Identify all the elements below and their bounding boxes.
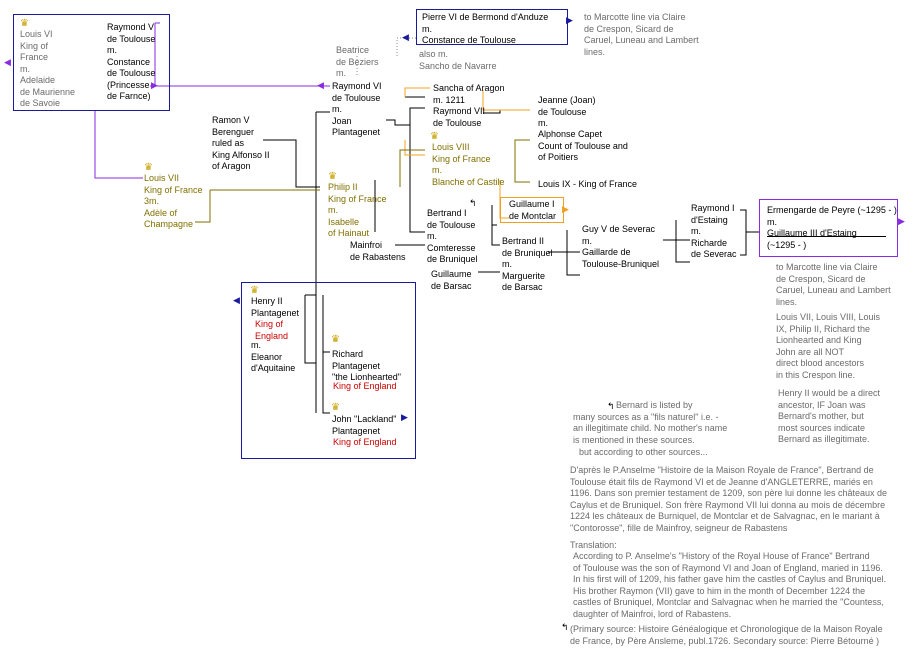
person-louis-viii[interactable]: Louis VIII King of France m. Blanche of … bbox=[432, 142, 505, 187]
person-jeanne[interactable]: Jeanne (Joan) de Toulouse m. bbox=[538, 95, 596, 128]
link-marker-icon: ↰ bbox=[561, 622, 569, 632]
crown-icon: ♛ bbox=[328, 171, 337, 182]
person-alphonse[interactable]: Alphonse Capet Count of Toulouse and of … bbox=[538, 129, 628, 162]
richard-title: King of England bbox=[333, 381, 397, 391]
person-sancha[interactable]: Sancha of Aragon m. 1211 Raymond VII de … bbox=[433, 83, 505, 128]
person-guillaume-barsac[interactable]: Guillaume de Barsac bbox=[431, 269, 472, 291]
person-bertrand-ii[interactable]: Bertrand II de Bruniquel m. Marguerite d… bbox=[502, 236, 553, 292]
crown-icon: ♛ bbox=[430, 131, 439, 142]
person-beatrice: Beatrice de Beziers m. bbox=[336, 45, 379, 78]
bernard-note: Bernard is listed by many sources as a "… bbox=[573, 400, 728, 445]
person-raymond-v[interactable]: Raymond V de Toulouse m. Constance de To… bbox=[107, 22, 156, 101]
guillaume-i-box bbox=[500, 197, 564, 223]
not-blood-note: Louis VII, Louis VIII, Louis IX, Philip … bbox=[776, 312, 881, 380]
person-louis-vi[interactable]: Louis VI King of France m. Adelaide de M… bbox=[20, 29, 76, 108]
person-raymond-i[interactable]: Raymond I d'Estaing m. Richarde de Sever… bbox=[691, 203, 737, 259]
left-arrow-icon[interactable]: ◀ bbox=[402, 32, 409, 42]
marcotte-note-right: to Marcotte line via Claire de Crespon, … bbox=[776, 262, 891, 307]
link-marker-icon: ↰ bbox=[469, 198, 477, 208]
source-text: (Primary source: Histoire Généalogique e… bbox=[570, 624, 883, 646]
underline bbox=[767, 236, 886, 237]
henry-ii-title: King of England bbox=[255, 319, 289, 341]
right-arrow-icon[interactable]: ▶ bbox=[562, 204, 569, 214]
person-guy-v[interactable]: Guy V de Severac m. Gaillarde de Toulous… bbox=[582, 224, 660, 269]
crown-icon: ♛ bbox=[20, 18, 29, 29]
henry-note: Henry II would be a direct ancestor, IF … bbox=[778, 388, 881, 444]
person-ermengarde[interactable]: Ermengarde de Peyre (~1295 - ) m. Guilla… bbox=[767, 205, 897, 250]
person-ramon-v[interactable]: Ramon V Berenguer ruled as King Alfonso … bbox=[212, 115, 270, 171]
person-louis-ix[interactable]: Louis IX - King of France bbox=[538, 179, 638, 189]
marcotte-note-top: to Marcotte line via Claire de Crespon, … bbox=[584, 12, 699, 57]
person-philip-ii[interactable]: Philip II King of France m. Isabelle of … bbox=[328, 182, 387, 238]
crown-icon: ♛ bbox=[331, 402, 340, 413]
right-arrow-icon[interactable]: ▶ bbox=[566, 15, 573, 25]
pierre-vi-box bbox=[416, 9, 568, 45]
person-mainfroi[interactable]: Mainfroi de Rabastens bbox=[350, 240, 406, 262]
john-title: King of England bbox=[333, 437, 397, 447]
french-text: D'après le P.Anselme "Histoire de la Mai… bbox=[570, 465, 888, 533]
right-arrow-icon[interactable]: ▶ bbox=[151, 80, 158, 90]
person-pierre-vi[interactable]: Pierre VI de Bermond d'Anduze m. Constan… bbox=[422, 12, 549, 45]
henry-ii-box bbox=[241, 282, 416, 459]
person-guillaume-i[interactable]: Guillaume I de Montclar bbox=[509, 199, 557, 221]
louis-vi-box bbox=[13, 14, 170, 111]
person-raymond-vi[interactable]: Raymond VI de Toulouse m. Joan Plantagen… bbox=[332, 81, 382, 137]
person-henry-ii[interactable]: Henry II Plantagenet bbox=[251, 296, 300, 318]
ermengarde-box bbox=[759, 199, 898, 257]
person-richard[interactable]: Richard Plantagenet "the Lionhearted" bbox=[332, 349, 401, 382]
left-arrow-icon[interactable]: ◀ bbox=[233, 295, 240, 305]
person-louis-vii[interactable]: Louis VII King of France 3m. Adèle of Ch… bbox=[144, 173, 203, 229]
left-arrow-icon[interactable]: ◀ bbox=[4, 57, 11, 67]
crown-icon: ♛ bbox=[250, 285, 259, 296]
other-sources-note: but according to other sources... bbox=[579, 447, 708, 457]
person-bertrand-i[interactable]: Bertrand I de Toulouse m. Comteresse de … bbox=[427, 208, 478, 264]
also-married-note: also m. Sancho de Navarre bbox=[419, 49, 497, 71]
translation-text: According to P. Anselme's "History of th… bbox=[573, 551, 887, 619]
crown-icon: ♛ bbox=[331, 334, 340, 345]
right-arrow-icon[interactable]: ▶ bbox=[401, 412, 408, 422]
henry-ii-spouse[interactable]: m. Eleanor d'Aquitaine bbox=[251, 340, 296, 373]
left-arrow-icon[interactable]: ◀ bbox=[317, 80, 324, 90]
crown-icon: ♛ bbox=[144, 162, 153, 173]
link-marker-icon: ↰ bbox=[607, 401, 615, 411]
translation-label: Translation: bbox=[570, 540, 617, 550]
person-john[interactable]: John "Lackland" Plantagenet bbox=[332, 414, 397, 436]
right-arrow-icon[interactable]: ▶ bbox=[898, 216, 905, 226]
